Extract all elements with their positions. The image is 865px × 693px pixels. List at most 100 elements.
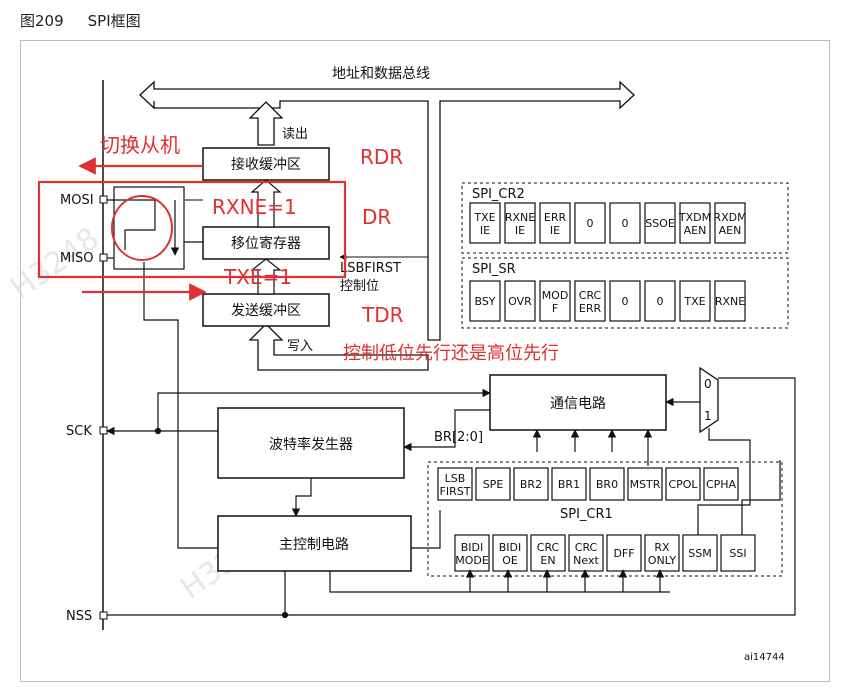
cr1-bottom-bit-cell: [454, 534, 490, 572]
sck-label: SCK: [66, 424, 92, 439]
cr2-bit-label: IE: [480, 224, 490, 237]
annotation-switch-slave: 切换从机: [100, 133, 180, 157]
cr2-bit-label: TXDM: [678, 211, 711, 224]
cr1-top-bit-label: MSTR: [630, 478, 661, 491]
cr1-top-bit-label: SPE: [483, 478, 504, 491]
sr-bit-label: 0: [622, 295, 629, 308]
mux-1: 1: [704, 409, 712, 423]
comm-circuit-label: 通信电路: [550, 396, 606, 412]
sr-bit-label: MOD: [542, 289, 569, 302]
cr1-bottom-bit-cell: [682, 534, 718, 572]
figure-number: 图209: [20, 12, 64, 30]
figure-id-code: ai14744: [744, 652, 785, 663]
red-annotations: [37, 157, 347, 301]
sr-group: [461, 257, 789, 329]
cr2-bit-label: ERR: [544, 211, 567, 224]
cr2-name: SPI_CR2: [472, 187, 525, 202]
cr1-bottom-bit-label: OE: [502, 554, 518, 567]
cr1-top-bit-label: BR1: [558, 478, 580, 491]
mosi-label: MOSI: [60, 193, 94, 208]
cr1-bottom-bit-label: MODE: [455, 554, 489, 567]
cr1-bottom-bit-cell: [720, 534, 756, 572]
cr1-top-bit-label: CPOL: [668, 478, 698, 491]
sr-bit-cell: [574, 280, 606, 322]
rx-buffer-label: 接收缓冲区: [231, 156, 301, 173]
cr1-bottom-bit-label: CRC: [537, 541, 560, 554]
mux-0: 0: [704, 377, 712, 391]
cr1-bottom-bit-label: BIDI: [461, 541, 484, 554]
cr1-top-bit-cell: [551, 467, 587, 501]
sr-bit-label: F: [552, 302, 558, 315]
figure-title: 图209 SPI框图: [20, 10, 141, 31]
cr2-bit-label: SSOE: [645, 217, 675, 230]
cr2-bit-cell: [714, 202, 746, 244]
cr1-top-bit-label: BR0: [596, 478, 618, 491]
cr1-top-bit-label: CPHA: [706, 478, 737, 491]
switch-highlight-circle: [111, 195, 173, 261]
nss-pin: [99, 611, 108, 620]
annotation-tdr: TDR: [361, 303, 404, 327]
bus-arrow: [139, 80, 635, 341]
cr1-top-bit-cell: [513, 467, 549, 501]
lsbfirst-label: LSBFIRST: [340, 261, 401, 276]
sr-bit-cell: [539, 280, 571, 322]
sr-bit-cell: [714, 280, 746, 322]
cr2-bit-cell: [504, 202, 536, 244]
miso-label: MISO: [60, 251, 94, 266]
cr2-bit-label: AEN: [684, 224, 707, 237]
cr1-bottom-bit-label: RX: [654, 541, 670, 554]
cr2-bit-cell: [539, 202, 571, 244]
direction-switch-box: [107, 186, 205, 270]
cr1-top-bit-cell: [627, 467, 663, 501]
sr-bit-label: 0: [657, 295, 664, 308]
nss-label: NSS: [66, 609, 92, 624]
dr-highlight-box: [37, 180, 347, 279]
cr2-bit-label: TXE: [473, 211, 495, 224]
cr2-bit-label: RXDM: [713, 211, 746, 224]
cr1-top-bit-cell: [437, 467, 473, 501]
sr-bit-cell: [644, 280, 676, 322]
sr-bit-cell: [469, 280, 501, 322]
cr2-group: [461, 182, 789, 254]
cr2-bit-cell: [609, 202, 641, 244]
cr1-top-bit-label: BR2: [520, 478, 542, 491]
sr-bit-cell: [679, 280, 711, 322]
cr1-bottom-bit-label: BIDI: [499, 541, 522, 554]
cr2-bit-cell: [574, 202, 606, 244]
cr1-top-bit-label: LSB: [445, 472, 466, 485]
baud-generator-label: 波特率发生器: [269, 436, 353, 453]
sr-bit-cell: [609, 280, 641, 322]
annotation-rxne: RXNE=1: [212, 195, 297, 219]
cr1-bottom-bit-cell: [606, 534, 642, 572]
cr1-bottom-bit-label: SSI: [729, 547, 746, 560]
cr2-bit-cell: [469, 202, 501, 244]
figure-name: SPI框图: [87, 12, 141, 30]
mosi-pin: [99, 195, 108, 204]
cr1-bottom-bit-label: EN: [540, 554, 555, 567]
sr-bit-label: TXE: [683, 295, 705, 308]
cr1-name: SPI_CR1: [560, 507, 613, 522]
cr2-bit-label: IE: [550, 224, 560, 237]
cr1-bottom-bit-label: DFF: [613, 547, 634, 560]
cr1-top-bit-cell: [703, 467, 739, 501]
write-label: 写入: [287, 339, 313, 354]
cr1-bottom-bit-label: ONLY: [648, 554, 677, 567]
sr-bit-label: RXNE: [715, 295, 745, 308]
sck-pin: [99, 426, 108, 435]
shift-register-label: 移位寄存器: [231, 235, 301, 252]
cr1-bottom-bit-label: SSM: [688, 547, 711, 560]
sr-bit-label: CRC: [579, 289, 602, 302]
lsbfirst-desc: 控制位: [340, 279, 379, 294]
cr2-bit-label: IE: [515, 224, 525, 237]
cr1-bottom-bit-label: Next: [573, 554, 599, 567]
shift-register-box: [202, 226, 330, 260]
sr-bit-label: ERR: [579, 302, 602, 315]
cr1-top-bits: LSBFIRST SPE BR2 BR1 BR0 MSTR CPOL CPHA: [437, 467, 739, 501]
annotation-bit-order: 控制低位先行还是高位先行: [343, 343, 559, 364]
cr1-top-bit-label: FIRST: [440, 485, 471, 498]
master-control-box: [217, 515, 412, 572]
cr1-top-bit-cell: [589, 467, 625, 501]
